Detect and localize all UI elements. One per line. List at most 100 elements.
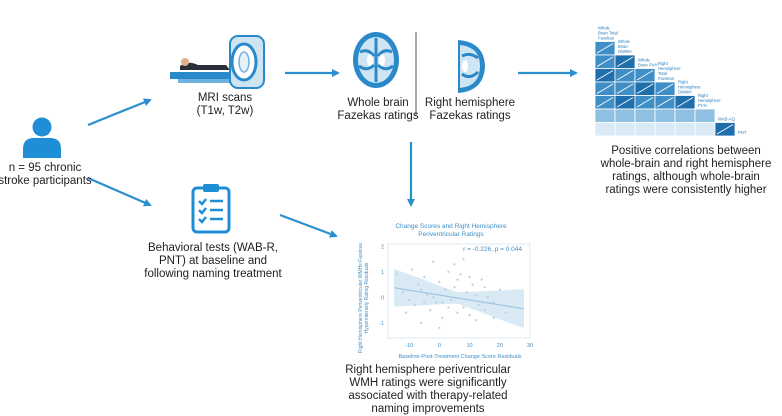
matrix-cell	[614, 108, 636, 123]
arrow-behavioral-to-chart	[279, 213, 338, 238]
chart-xlabel: Baseline-Post-Treatment Change Score Res…	[399, 354, 522, 360]
result-line3: associated with therapy-related	[348, 390, 508, 402]
x-tick-label: 0	[438, 343, 441, 349]
whole-brain-line2: Fazekas ratings	[337, 110, 419, 122]
matrix-label-line: Whole	[638, 58, 651, 63]
x-tick-label: 20	[497, 343, 503, 349]
matrix-cell-hatch	[596, 83, 614, 94]
matrix-cell-hatch	[596, 97, 614, 108]
data-point	[423, 301, 426, 304]
right-hemisphere-line2: Fazekas ratings	[429, 110, 511, 122]
y-tick-label: 2	[381, 245, 384, 251]
flow-arrows	[87, 32, 578, 238]
participants-label: n = 95 chronic stroke participants	[0, 162, 100, 188]
data-point	[453, 286, 456, 289]
data-point	[474, 319, 477, 322]
data-point	[456, 278, 459, 281]
matrix-cell	[694, 122, 716, 137]
x-tick-label: 30	[527, 343, 533, 349]
data-point	[456, 311, 459, 314]
matrix-cell	[634, 108, 656, 123]
data-point	[426, 293, 429, 296]
matrix-cell-hatch	[596, 43, 614, 54]
matrix-label-line: Total	[658, 71, 667, 76]
person-icon	[23, 117, 61, 158]
matrix-cell-hatch	[656, 83, 674, 94]
correlation-line4: ratings were consistently higher	[605, 184, 767, 196]
matrix-label-line: Fazekas	[598, 36, 614, 41]
result-text: Right hemisphere periventricular WMH rat…	[343, 364, 513, 416]
correlation-line3: ratings, although whole-brain	[612, 171, 760, 183]
whole-brain-slice-icon	[353, 32, 399, 88]
right-hemisphere-label: Right hemisphere Fazekas ratings	[420, 97, 520, 123]
matrix-cell-hatch	[676, 97, 694, 108]
arrow-participants-to-behavioral	[87, 176, 152, 207]
matrix-label: WAB-AQ	[718, 117, 736, 122]
data-point	[441, 301, 444, 304]
mri-line1: MRI scans	[197, 92, 253, 104]
data-point	[438, 326, 441, 329]
data-point	[477, 303, 480, 307]
whole-brain-label: Whole brain Fazekas ratings	[333, 97, 423, 123]
matrix-label-line: WAB-AQ	[718, 117, 736, 122]
matrix-cell	[614, 122, 636, 137]
participants-line1: n = 95 chronic	[8, 162, 82, 174]
correlation-line1: Positive correlations between	[611, 145, 761, 157]
data-point	[471, 283, 474, 286]
matrix-label-line: Right	[698, 93, 709, 98]
correlation-line2: whole-brain and right hemisphere	[600, 158, 772, 170]
whole-brain-line1: Whole brain	[347, 97, 409, 109]
data-point	[468, 275, 471, 279]
right-hemisphere-slice-icon	[458, 40, 485, 93]
correlation-text: Positive correlations between whole-brai…	[600, 145, 772, 197]
data-point	[462, 258, 465, 261]
data-point	[429, 309, 432, 312]
chart-annotation: r = -0.226, p = 0.044	[463, 246, 522, 253]
matrix-label-line: Whole	[618, 39, 631, 44]
chart-ylabel-line2: Hyperintensity Rating Residuals	[364, 262, 370, 333]
regression-line	[393, 287, 525, 310]
data-point	[504, 311, 507, 314]
matrix-label-line: Hemisphere	[678, 85, 701, 90]
matrix-label-line: PVH	[698, 103, 707, 108]
data-point	[435, 301, 438, 304]
arrow-participants-to-mri	[87, 98, 152, 127]
matrix-cell	[594, 108, 616, 123]
x-tick-label: -10	[405, 343, 413, 349]
matrix-label-line: Fazekas	[658, 76, 674, 81]
data-point	[396, 273, 399, 276]
matrix-cell-hatch	[716, 124, 734, 135]
behavioral-line2: PNT) at baseline and	[158, 255, 268, 267]
data-point	[432, 296, 435, 299]
matrix-cell-hatch	[616, 83, 634, 94]
matrix-cell-hatch	[596, 70, 614, 81]
result-line2: WMH ratings were significantly	[349, 377, 507, 389]
data-point	[483, 286, 486, 289]
matrix-label-line: PNT	[738, 130, 747, 135]
matrix-label-line: Right	[678, 80, 689, 85]
plot-frame	[387, 243, 531, 339]
mri-label: MRI scans (T1w, T2w)	[185, 92, 265, 118]
matrix-cell-hatch	[596, 56, 614, 67]
matrix-label-line: DWMH	[678, 90, 692, 95]
data-point	[480, 278, 483, 281]
matrix-cell-hatch	[616, 56, 634, 67]
matrix-cell	[694, 108, 716, 123]
data-point	[420, 321, 423, 324]
matrix-label-line: Hemisphere	[698, 98, 721, 103]
data-point	[483, 309, 486, 312]
right-hemisphere-line1: Right hemisphere	[424, 97, 516, 109]
data-point	[423, 275, 426, 279]
mri-scanner-icon	[170, 35, 265, 89]
data-point	[492, 316, 495, 319]
data-point	[444, 288, 447, 291]
matrix-cell	[674, 122, 696, 137]
matrix-label-line: Hemisphere	[658, 66, 681, 71]
matrix-cell	[654, 108, 676, 123]
chart-ylabel-line1: Right Hemisphere Periventricular WMHs Fa…	[358, 242, 364, 353]
data-point	[441, 316, 444, 319]
mri-line2: (T1w, T2w)	[196, 105, 254, 117]
data-point	[417, 283, 420, 286]
